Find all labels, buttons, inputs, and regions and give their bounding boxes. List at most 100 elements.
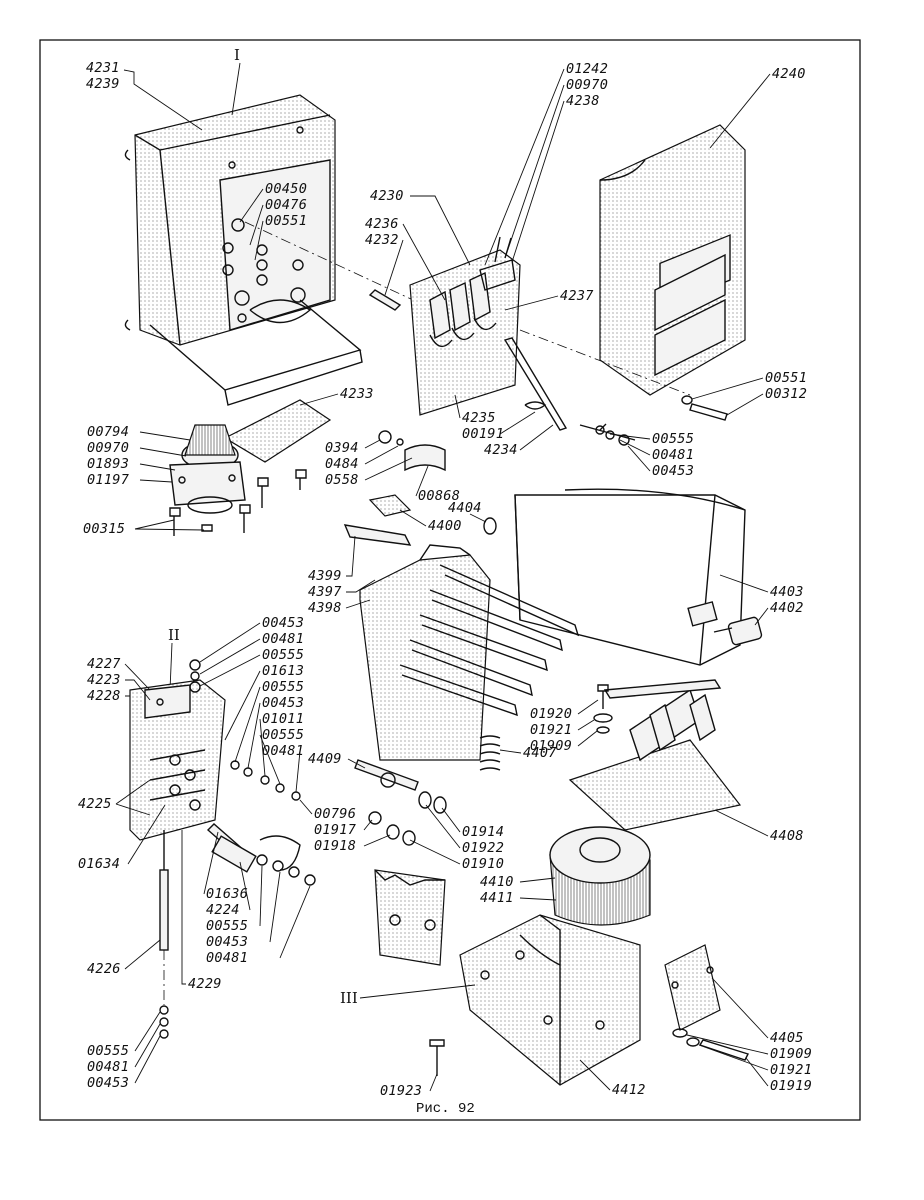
label-00476: 00476: [265, 197, 307, 213]
label-00453-d: 00453: [206, 934, 248, 950]
label-4230: 4230: [370, 188, 404, 204]
label-00796: 00796: [314, 806, 356, 822]
label-4410: 4410: [480, 874, 514, 890]
label-4226: 4226: [87, 961, 121, 977]
label-00453-b: 00453: [262, 615, 304, 631]
end-bracket-4405: [664, 944, 749, 1061]
terminal-board-4230: [409, 236, 521, 416]
label-4409: 4409: [308, 751, 342, 767]
coil-4410: [549, 826, 651, 926]
label-01918: 01918: [314, 838, 356, 854]
label-00555-f: 00555: [87, 1043, 129, 1059]
label-01197: 01197: [87, 472, 129, 488]
label-00453-e: 00453: [87, 1075, 129, 1091]
label-00481-b: 00481: [262, 631, 304, 647]
label-4404: 4404: [448, 500, 482, 516]
label-00312: 00312: [765, 386, 807, 402]
label-4402: 4402: [770, 600, 804, 616]
label-01613: 01613: [262, 663, 304, 679]
label-4238: 4238: [566, 93, 600, 109]
label-00315: 00315: [83, 521, 125, 537]
bracket-4408: [568, 679, 742, 831]
housing-cover-4231: [124, 94, 363, 406]
label-00555-c: 00555: [262, 679, 304, 695]
label-4407: 4407: [523, 745, 557, 761]
label-4227: 4227: [87, 656, 121, 672]
label-4240: 4240: [772, 66, 806, 82]
label-00481-a: 00481: [652, 447, 694, 463]
label-01919: 01919: [770, 1078, 812, 1094]
label-4233: 4233: [340, 386, 374, 402]
adjusting-screw-4409: [354, 759, 447, 846]
label-01922: 01922: [462, 840, 504, 856]
label-01910: 01910: [462, 856, 504, 872]
label-00481-d: 00481: [206, 950, 248, 966]
part-labels: 4231 4239 4240 01242 00970 4238 00450 00…: [78, 60, 812, 1117]
rod-4226: [159, 830, 169, 1039]
connector-00794: [169, 424, 246, 514]
label-00970-b: 00970: [87, 440, 129, 456]
screw-01923: [429, 1039, 445, 1076]
label-4224: 4224: [206, 902, 240, 918]
label-01636: 01636: [206, 886, 248, 902]
group-marker-2: II: [168, 626, 180, 644]
label-00551-b: 00551: [765, 370, 807, 386]
label-0484: 0484: [325, 456, 359, 472]
label-4229: 4229: [188, 976, 222, 992]
group-marker-3: III: [340, 989, 358, 1007]
label-0394: 0394: [325, 440, 359, 456]
label-4412: 4412: [612, 1082, 646, 1098]
magnet-yoke-4412: [459, 914, 641, 1086]
contact-bracket-4227: [129, 679, 226, 841]
knurled-screw-4402: [687, 601, 763, 646]
label-01242: 01242: [566, 61, 608, 77]
label-01920: 01920: [530, 706, 572, 722]
label-01011: 01011: [262, 711, 304, 727]
label-4398: 4398: [308, 600, 342, 616]
label-00794: 00794: [87, 424, 129, 440]
label-4411: 4411: [480, 890, 514, 906]
label-00555-b: 00555: [262, 647, 304, 663]
label-4237: 4237: [560, 288, 594, 304]
label-00555-e: 00555: [206, 918, 248, 934]
washer-4404: [483, 517, 497, 535]
label-01923: 01923: [380, 1083, 422, 1099]
contact-block-4397: [359, 544, 580, 761]
label-00453-c: 00453: [262, 695, 304, 711]
label-01634: 01634: [78, 856, 120, 872]
label-4408: 4408: [770, 828, 804, 844]
label-00970-a: 00970: [566, 77, 608, 93]
screw-stack-01920: [593, 684, 613, 734]
armature-plate: [374, 869, 446, 966]
label-01921-a: 01921: [530, 722, 572, 738]
label-01914: 01914: [462, 824, 504, 840]
figure-frame: [39, 39, 861, 1121]
label-00551-a: 00551: [265, 213, 307, 229]
clamp-0558: [378, 430, 446, 472]
shield-box-4403: [514, 488, 746, 666]
spring-4407: [479, 735, 501, 771]
label-01893: 01893: [87, 456, 129, 472]
mounting-plate-4233: [223, 399, 332, 463]
label-4228: 4228: [87, 688, 121, 704]
label-4405: 4405: [770, 1030, 804, 1046]
label-0558: 0558: [325, 472, 359, 488]
label-00191: 00191: [462, 426, 504, 442]
label-4236: 4236: [365, 216, 399, 232]
label-4223: 4223: [87, 672, 121, 688]
screws-00315: [169, 469, 307, 536]
label-4232: 4232: [365, 232, 399, 248]
pad-4400: [343, 494, 412, 546]
hardware-00551-00312: [503, 329, 728, 446]
label-00450: 00450: [265, 181, 307, 197]
label-00481-c: 00481: [262, 743, 304, 759]
label-4400: 4400: [428, 518, 462, 534]
label-4239: 4239: [86, 76, 120, 92]
label-01917: 01917: [314, 822, 356, 838]
cover-4240: [599, 124, 746, 396]
label-4235: 4235: [462, 410, 496, 426]
label-4234: 4234: [484, 442, 518, 458]
housing-internal-hardware: [222, 218, 312, 324]
label-4231: 4231: [86, 60, 120, 76]
label-01909-a: 01909: [530, 738, 572, 754]
